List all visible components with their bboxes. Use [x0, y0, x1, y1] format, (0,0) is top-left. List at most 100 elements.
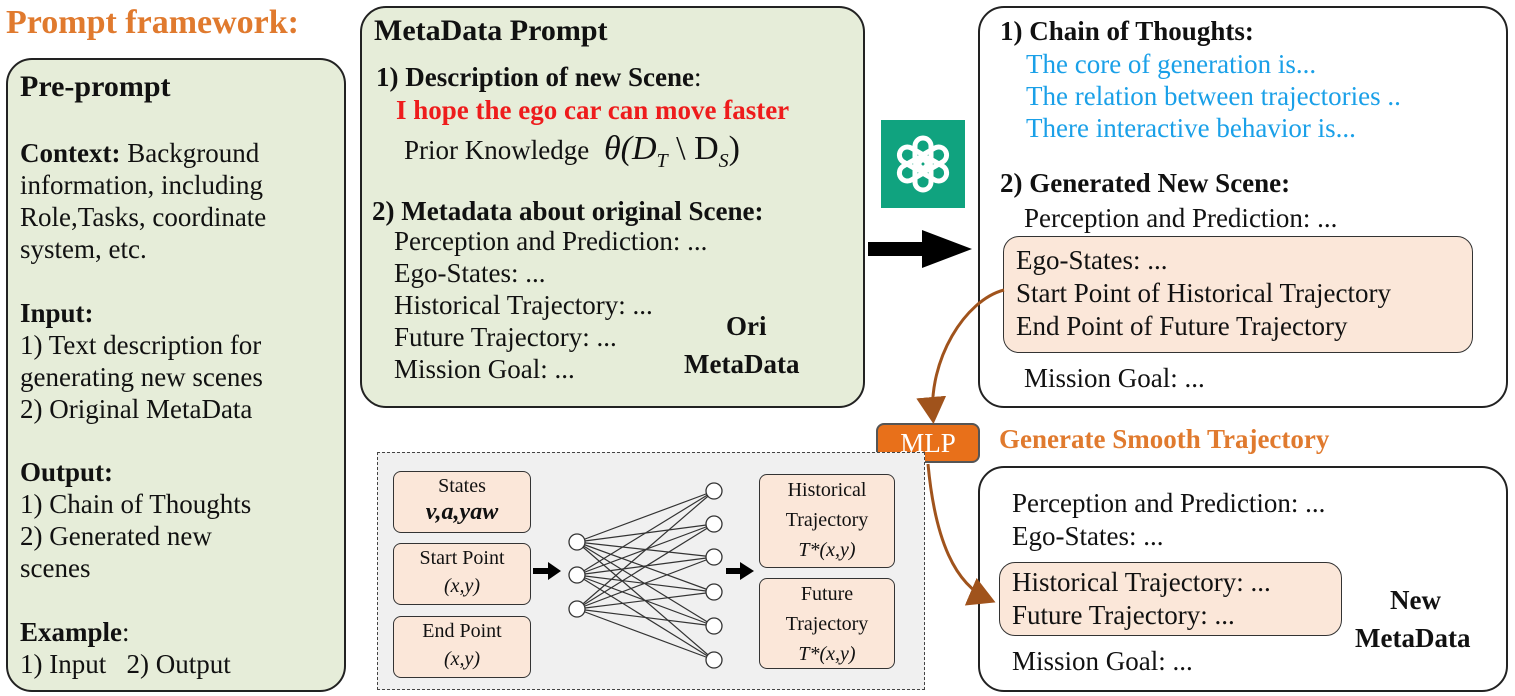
new-trajectory-line: Future Trajectory: ... [1012, 600, 1235, 630]
description-heading: 1) Description of new Scene: [376, 62, 701, 93]
new-metadata-top-list: Perception and Prediction: ... Ego-State… [1012, 487, 1325, 553]
context-line: system, etc. [20, 234, 147, 264]
metadata-item: Future Trajectory: ... [394, 322, 617, 352]
start-point-xy: (x,y) [443, 575, 481, 597]
example-colon: : [122, 617, 130, 647]
new-trajectory-line: Historical Trajectory: ... [1012, 567, 1271, 597]
network-edges [576, 490, 715, 661]
mlp-caption: Generate Smooth Trajectory [999, 424, 1330, 454]
ego-states-list: Ego-States: ... Start Point of Historica… [1016, 244, 1391, 343]
output-label: Output: [20, 457, 114, 487]
small-arrow-icon [726, 562, 754, 580]
ego-states-box [1003, 236, 1473, 353]
states-vars: v,a,yaw [425, 499, 499, 525]
chain-heading: 1) Chain of Thoughts: [1000, 16, 1254, 46]
metadata-item: Perception and Prediction: ... [394, 226, 708, 256]
hidden-node [705, 583, 723, 601]
new-label: New [1390, 585, 1441, 615]
start-point-box: Start Point (x,y) [393, 543, 531, 605]
metadata-list: Perception and Prediction: ... Ego-State… [394, 225, 707, 385]
input-node [568, 566, 586, 584]
input-block: Input: 1) Text description for generatin… [20, 297, 263, 425]
metadata-item: Historical Trajectory: ... [394, 290, 653, 320]
formula-part: \ D [667, 130, 719, 167]
input-label: Input: [20, 298, 94, 328]
output-line: 2) Generated new [20, 521, 212, 551]
generated-perception: Perception and Prediction: ... [1024, 203, 1338, 233]
ego-state-line: End Point of Future Trajectory [1016, 311, 1348, 341]
prior-knowledge-label: Prior Knowledge [404, 135, 590, 165]
input-line: generating new scenes [20, 362, 263, 392]
pre-prompt-title: Pre-prompt [20, 70, 171, 103]
thought-line: The relation between trajectories .. [1026, 81, 1401, 111]
hidden-node [705, 515, 723, 533]
future-line: Future [800, 583, 854, 605]
metadata-heading: 2) Metadata about original Scene: [372, 196, 764, 226]
historical-trajectory-box: Historical Trajectory T*(x,y) [759, 474, 895, 568]
thought-line: There interactive behavior is... [1026, 113, 1356, 143]
new-trajectory-box [999, 562, 1342, 636]
end-point-label: End Point [422, 620, 502, 642]
hidden-node [705, 617, 723, 635]
states-box: States v,a,yaw [393, 471, 531, 533]
neural-network-graph [533, 482, 754, 669]
generated-mission: Mission Goal: ... [1024, 363, 1205, 393]
new-metadata-label: MetaData [1355, 623, 1471, 653]
metadata-item: Ego-States: ... [394, 258, 546, 288]
formula-part: ) [728, 130, 740, 167]
input-line: 2) Original MetaData [20, 394, 253, 424]
description-colon: : [693, 62, 702, 92]
ori-label: Ori [726, 311, 767, 341]
framework-title: Prompt framework: [6, 4, 300, 41]
output-line: 1) Chain of Thoughts [20, 489, 252, 519]
example-line: 1) Input 2) Output [20, 649, 231, 679]
future-trajectory-box: Future Trajectory T*(x,y) [759, 578, 895, 669]
input-node [568, 600, 586, 618]
metadata-prompt-panel [360, 6, 865, 408]
pre-prompt-panel [6, 58, 346, 692]
input-line: 1) Text description for [20, 330, 262, 360]
thought-line: The core of generation is... [1026, 49, 1317, 79]
ori-metadata-label: MetaData [684, 349, 800, 379]
context-line: Role,Tasks, coordinate [20, 202, 267, 232]
example-label: Example [20, 617, 123, 647]
historical-line: Trajectory [785, 509, 869, 531]
network-nodes [568, 482, 723, 669]
ego-state-line: Start Point of Historical Trajectory [1016, 278, 1391, 308]
generated-heading: 2) Generated New Scene: [1000, 168, 1291, 198]
new-mission: Mission Goal: ... [1012, 646, 1193, 676]
prior-knowledge: Prior Knowledge θ(DT \ DS) [404, 130, 740, 173]
description-heading-text: 1) Description of new Scene [376, 62, 694, 92]
openai-logo-graphic [896, 135, 950, 193]
small-arrow-icon [533, 562, 561, 580]
prior-formula: θ(DT \ DS) [603, 130, 740, 172]
thoughts-list: The core of generation is... The relatio… [1026, 48, 1401, 144]
future-line: Trajectory [785, 613, 869, 635]
hidden-node [705, 651, 723, 669]
metadata-prompt-title: MetaData Prompt [374, 14, 608, 47]
context-label: Context: [20, 138, 121, 168]
states-label: States [438, 475, 486, 497]
historical-line: Historical [787, 479, 867, 501]
historical-formula: T*(x,y) [798, 539, 856, 561]
ego-state-line: Ego-States: ... [1016, 245, 1168, 275]
new-trajectory-list: Historical Trajectory: ... Future Trajec… [1012, 566, 1271, 632]
formula-subscript-t: T [656, 149, 668, 172]
openai-logo-icon [881, 120, 965, 208]
context-line: Background [120, 138, 260, 168]
hidden-node [705, 548, 723, 566]
formula-subscript-s: S [718, 149, 729, 172]
new-metadata-line: Ego-States: ... [1012, 521, 1164, 551]
input-node [568, 533, 586, 551]
future-formula: T*(x,y) [798, 643, 856, 665]
output-block: Output: 1) Chain of Thoughts 2) Generate… [20, 456, 251, 584]
start-point-label: Start Point [419, 547, 505, 569]
right-arrow-icon [868, 230, 972, 268]
metadata-item: Mission Goal: ... [394, 354, 575, 384]
context-block: Context: Background information, includi… [20, 137, 266, 265]
formula-part: θ(D [603, 130, 657, 167]
end-point-box: End Point (x,y) [393, 616, 531, 678]
hidden-node [705, 482, 723, 500]
new-metadata-line: Perception and Prediction: ... [1012, 488, 1326, 518]
context-line: information, including [20, 170, 263, 200]
